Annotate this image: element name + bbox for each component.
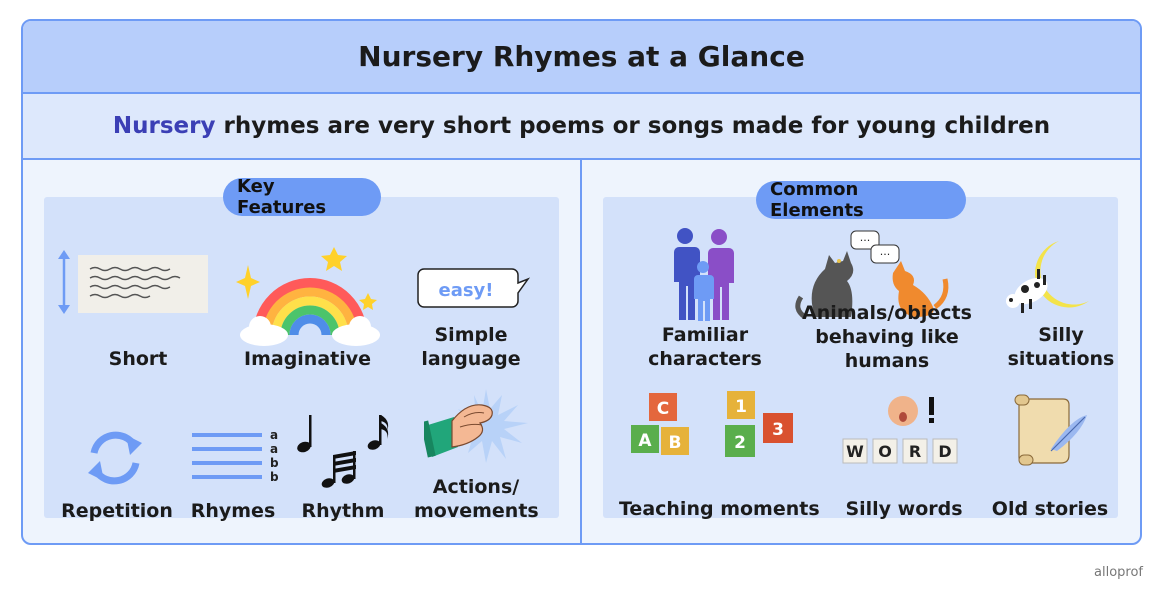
block-letter: 2 <box>734 433 746 453</box>
element-label-animals-objects: Animals/objects behaving like humans <box>802 302 972 372</box>
word-tiles-icon: W O R D <box>842 396 958 464</box>
speech-bubble-icon: easy! <box>417 268 531 308</box>
rhyme-scheme-letter: a <box>270 442 278 456</box>
feature-label-repetition: Repetition <box>61 500 173 522</box>
block-letter: 3 <box>772 420 784 440</box>
word-tile-letter: O <box>878 442 892 461</box>
definition-bar: Nursery rhymes are very short poems or s… <box>23 94 1140 160</box>
repeat-arrows-icon <box>88 431 142 485</box>
rhyme-lines-icon: a a b b <box>192 428 278 484</box>
block-letter: B <box>669 433 682 453</box>
title-bar: Nursery Rhymes at a Glance <box>23 21 1140 94</box>
family-icon <box>674 228 734 321</box>
talking-animals-icon: ··· ··· <box>795 230 949 319</box>
key-features-panel: Short Imaginative easy! Simple language <box>44 197 559 522</box>
music-notes-icon <box>297 415 389 488</box>
svg-text:···: ··· <box>860 234 871 247</box>
clapping-hands-icon <box>424 389 528 463</box>
rhyme-scheme-letter: a <box>270 428 278 442</box>
word-tile-letter: W <box>846 442 864 461</box>
definition-text: rhymes are very short poems or songs mad… <box>215 113 1051 139</box>
block-letter: 1 <box>735 397 747 417</box>
element-label-silly-situations: Silly situations <box>1007 324 1115 370</box>
column-divider <box>580 160 582 543</box>
block-letter: A <box>638 431 652 451</box>
scroll-quill-icon <box>1014 394 1087 466</box>
page-title: Nursery Rhymes at a Glance <box>358 40 805 73</box>
feature-label-imaginative: Imaginative <box>244 348 372 370</box>
block-letter: C <box>657 399 669 419</box>
speech-bubble-text: easy! <box>438 280 493 301</box>
word-tile-letter: D <box>938 442 951 461</box>
common-elements-panel: Familiar characters ··· ··· Animals/obje… <box>603 197 1118 520</box>
rhyme-scheme-letter: b <box>270 470 278 484</box>
key-features-heading: Key Features <box>223 176 381 218</box>
rainbow-icon <box>236 247 380 346</box>
feature-label-rhythm: Rhythm <box>301 500 385 522</box>
abc-blocks-icon: C A B 1 2 3 <box>631 391 793 457</box>
element-label-familiar-characters: Familiar characters <box>648 324 762 370</box>
element-label-teaching-moments: Teaching moments <box>619 498 820 520</box>
brand-logo: alloprof <box>1094 565 1143 580</box>
infographic-frame: Nursery Rhymes at a Glance Nursery rhyme… <box>21 19 1142 545</box>
feature-label-rhymes: Rhymes <box>190 500 276 522</box>
cow-jumping-moon-icon <box>1006 241 1089 313</box>
element-label-silly-words: Silly words <box>845 498 963 520</box>
word-tile-letter: R <box>909 442 921 461</box>
element-label-old-stories: Old stories <box>991 498 1109 520</box>
feature-label-simple-language: Simple language <box>421 324 521 370</box>
svg-text:···: ··· <box>880 248 891 261</box>
common-elements-heading: Common Elements <box>756 179 966 221</box>
rhyme-scheme-letter: b <box>270 456 278 470</box>
feature-label-short: Short <box>108 348 168 370</box>
feature-label-actions: Actions/ movements <box>414 476 539 522</box>
definition-keyword: Nursery <box>112 113 216 139</box>
short-text-icon <box>58 250 208 314</box>
